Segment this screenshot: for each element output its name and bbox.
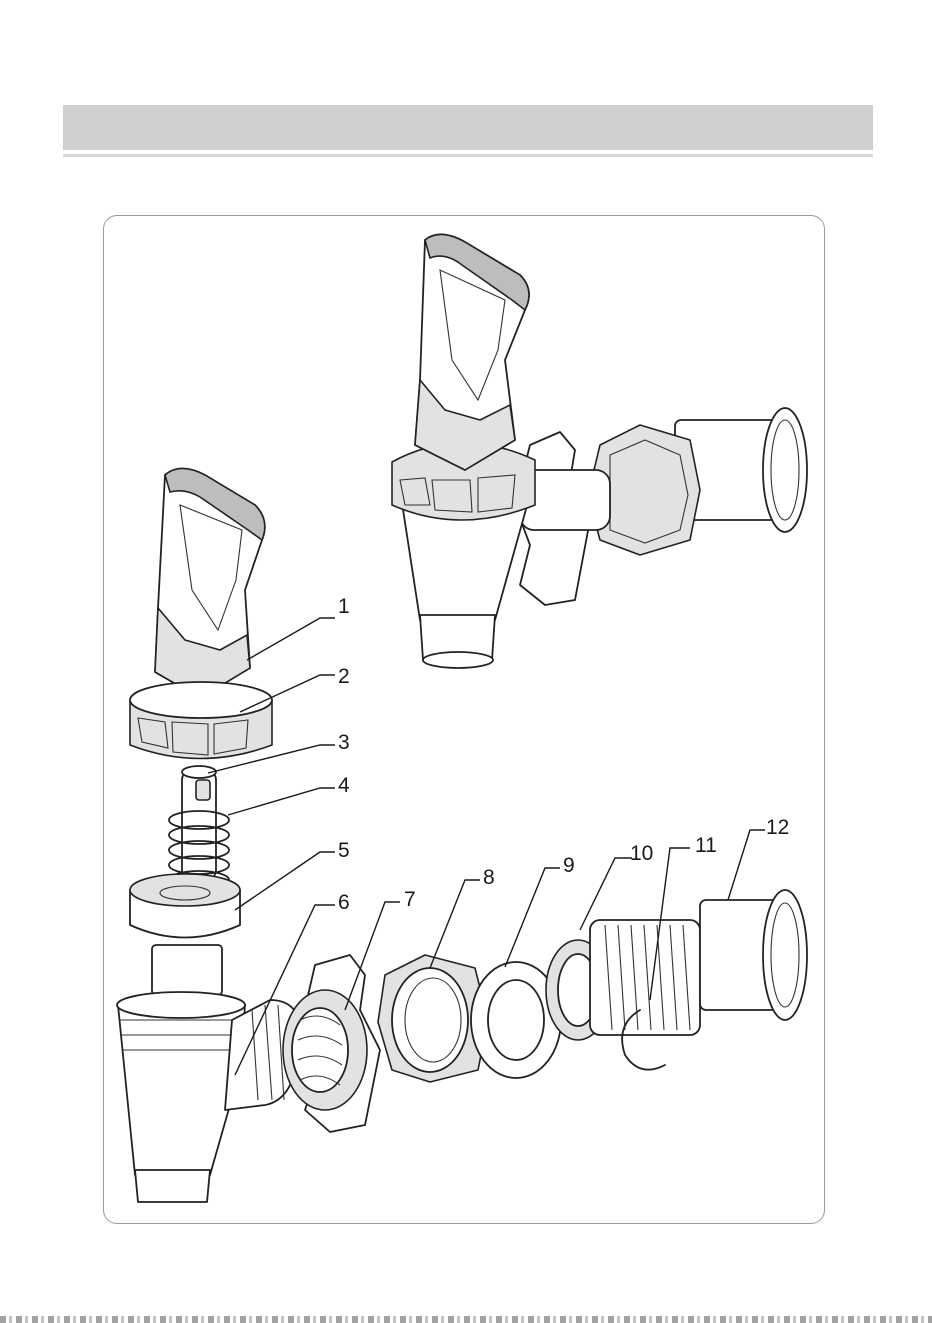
callout-7: 7 [404, 888, 416, 911]
callout-8: 8 [483, 866, 495, 889]
part-collar [130, 874, 240, 995]
callout-3: 3 [338, 731, 350, 754]
part-handle [155, 469, 265, 699]
footer-strip [0, 1316, 932, 1323]
callout-2: 2 [338, 665, 350, 688]
callout-10: 10 [630, 842, 653, 865]
assembled-faucet [392, 234, 807, 668]
callout-1: 1 [338, 595, 350, 618]
callout-6: 6 [338, 891, 350, 914]
callout-12: 12 [766, 816, 789, 839]
part-threaded-tube [590, 920, 700, 1070]
part-wing-nut [283, 955, 380, 1132]
part-bonnet [130, 682, 272, 759]
callout-4: 4 [338, 774, 350, 797]
callout-9: 9 [563, 854, 575, 877]
part-body [117, 992, 301, 1202]
callout-5: 5 [338, 839, 350, 862]
part-flange-tube [700, 890, 807, 1020]
part-stem [182, 766, 216, 880]
callout-11: 11 [695, 834, 717, 857]
